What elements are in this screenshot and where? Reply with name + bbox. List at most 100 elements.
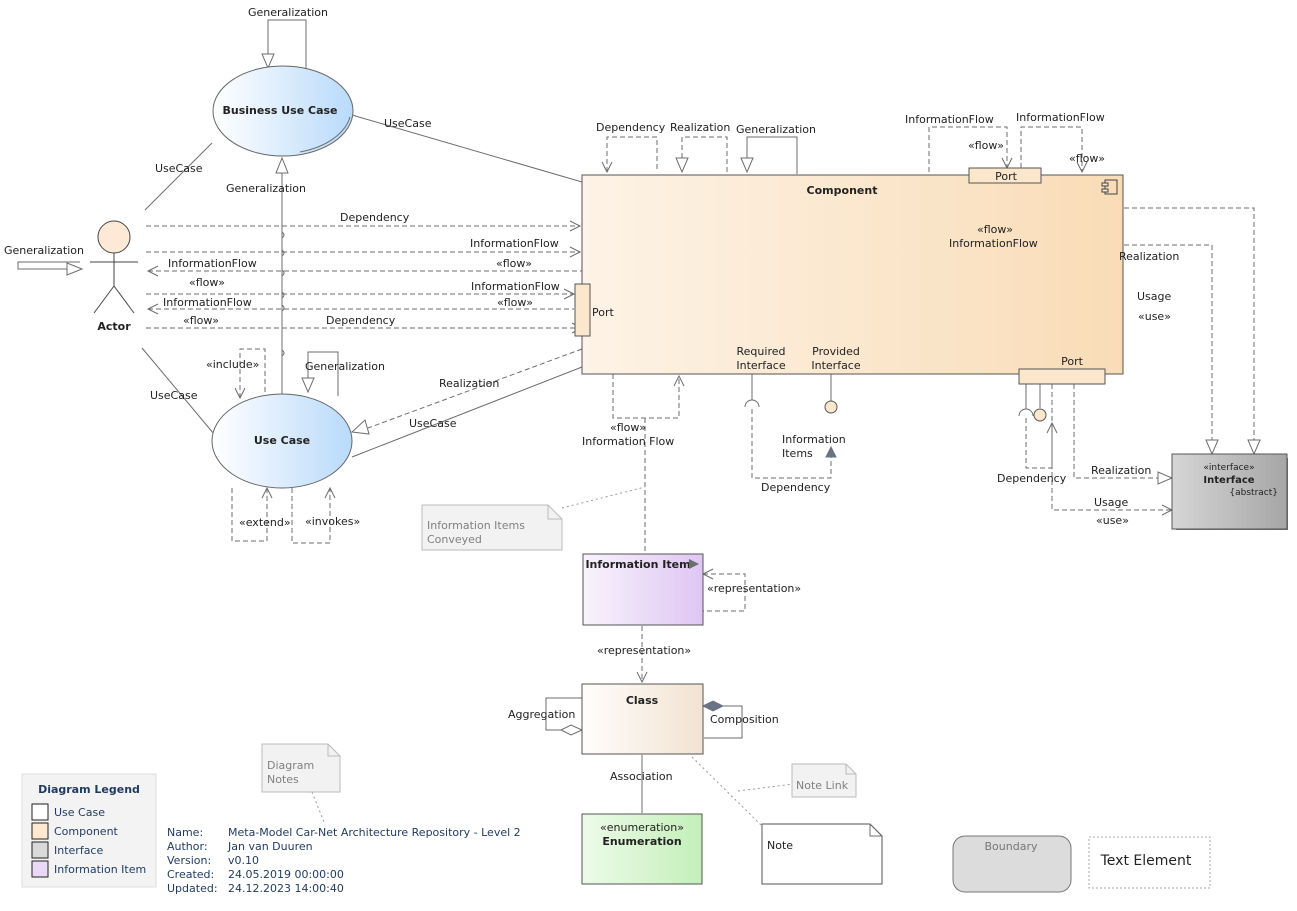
note[interactable]: Note: [761, 823, 883, 885]
component-icon: [1101, 179, 1118, 195]
label-actor-generalization: Generalization: [4, 244, 84, 257]
boundary-label: Boundary: [985, 840, 1038, 853]
info-value: 24.05.2019 00:00:00: [228, 868, 344, 881]
label-intf-realization-2: Realization: [1091, 464, 1151, 477]
boundary[interactable]: Boundary: [952, 835, 1072, 893]
info-label: Updated:: [167, 882, 218, 895]
label-uc-realization: Realization: [439, 377, 499, 390]
connectors: [17, 19, 1261, 827]
enumeration-stereotype: «enumeration»: [600, 821, 684, 834]
label-info-items-1: Information: [782, 433, 846, 446]
label-buc-usecase: UseCase: [384, 117, 432, 130]
enumeration[interactable]: «enumeration» Enumeration: [581, 813, 703, 885]
label-info-items-2: Items: [782, 447, 813, 460]
label-comp-generalization: Generalization: [736, 123, 816, 136]
label-include: «include»: [206, 358, 259, 371]
label-buc-generalization: Generalization: [248, 6, 328, 19]
info-value: v0.10: [228, 854, 259, 867]
label-extend: «extend»: [239, 516, 291, 529]
label-representation-1: «representation»: [707, 582, 801, 595]
label-actor-uc-usecase: UseCase: [150, 389, 198, 402]
info-label: Author:: [167, 840, 208, 853]
label-actor-buc-usecase: UseCase: [155, 162, 203, 175]
label-infoflow-4: InformationFlow: [163, 296, 252, 309]
diagram-info: Name:Meta-Model Car-Net Architecture Rep…: [167, 826, 521, 895]
actor-label: Actor: [97, 320, 131, 333]
text-element[interactable]: Text Element: [1088, 836, 1211, 889]
class[interactable]: Class: [581, 683, 704, 755]
legend-swatch: [31, 860, 49, 878]
diagram-notes-line-1: Diagram: [267, 759, 314, 772]
required-interface-label-2: Interface: [736, 359, 785, 372]
note-link-note[interactable]: Note Link: [791, 763, 857, 798]
label-iface-dependency: Dependency: [761, 481, 831, 494]
label-intf-use-1: «use»: [1138, 310, 1171, 323]
label-port-infoflow-3: InformationFlow: [949, 237, 1038, 250]
diagram-notes-note[interactable]: Diagram Notes: [261, 743, 341, 793]
business-use-case-label: Business Use Case: [222, 104, 337, 117]
interface[interactable]: «interface» Interface {abstract}: [1171, 453, 1288, 530]
label-representation-2: «representation»: [597, 644, 691, 657]
class-label: Class: [626, 694, 659, 707]
legend-swatch: [31, 822, 49, 840]
label-flow-1: «flow»: [496, 257, 532, 270]
label-intf-realization-1: Realization: [1119, 250, 1179, 263]
info-label: Created:: [167, 868, 214, 881]
info-items-conveyed-line-1: Information Items: [427, 519, 525, 532]
port-left[interactable]: Port: [574, 283, 614, 337]
component[interactable]: Component Required Interface Provided In…: [581, 174, 1124, 375]
port-bottom[interactable]: Port: [1018, 355, 1106, 385]
label-port-dependency: Dependency: [997, 472, 1067, 485]
business-use-case[interactable]: Business Use Case: [212, 65, 354, 157]
legend-item-label: Interface: [54, 844, 103, 857]
actor[interactable]: Actor: [90, 220, 138, 333]
label-flow-4: «flow»: [183, 314, 219, 327]
use-case-label: Use Case: [254, 434, 310, 447]
component-label: Component: [807, 184, 878, 197]
label-uc-buc-generalization: Generalization: [226, 182, 306, 195]
legend-item-label: Use Case: [54, 806, 105, 819]
provided-interface-label-1: Provided: [812, 345, 860, 358]
label-intf-usage-1: Usage: [1137, 290, 1172, 303]
information-item-icon: [689, 559, 699, 569]
information-item[interactable]: Information Item: [582, 553, 704, 626]
label-infoflow-2: InformationFlow: [168, 257, 257, 270]
label-intf-usage-2: Usage: [1094, 496, 1129, 509]
label-association: Association: [610, 770, 673, 783]
info-value: Jan van Duuren: [227, 840, 313, 853]
label-intf-use-2: «use»: [1096, 514, 1129, 527]
legend-swatch: [31, 803, 49, 821]
info-label: Name:: [167, 826, 203, 839]
label-comp-dependency: Dependency: [596, 121, 666, 134]
label-infoflow-3: InformationFlow: [471, 280, 560, 293]
label-port-flow-3: «flow»: [977, 223, 1013, 236]
legend-item-label: Component: [54, 825, 119, 838]
legend-title: Diagram Legend: [38, 783, 140, 796]
provided-interface-label-2: Interface: [811, 359, 860, 372]
label-information-flow: Information Flow: [582, 435, 674, 448]
label-dependency-2: Dependency: [326, 314, 396, 327]
info-label: Version:: [167, 854, 211, 867]
info-value: 24.12.2023 14:00:40: [228, 882, 344, 895]
port-top-label: Port: [995, 170, 1017, 183]
label-port-flow-2: «flow»: [1069, 152, 1105, 165]
label-dependency-1: Dependency: [340, 211, 410, 224]
port-left-label: Port: [592, 306, 614, 319]
info-items-conveyed-note[interactable]: Information Items Conveyed: [421, 504, 563, 551]
label-port-flow-1: «flow»: [968, 139, 1004, 152]
note-label: Note: [767, 839, 793, 852]
label-bottom-flow: «flow»: [610, 421, 646, 434]
label-comp-realization: Realization: [670, 121, 730, 134]
note-link-label: Note Link: [796, 779, 849, 792]
diagram-notes-line-2: Notes: [267, 773, 299, 786]
label-aggregation: Aggregation: [508, 708, 575, 721]
legend-item-label: Information Item: [54, 863, 146, 876]
label-uc-usecase: UseCase: [409, 417, 457, 430]
label-port-infoflow-2: InformationFlow: [1016, 111, 1105, 124]
port-top[interactable]: Port: [968, 167, 1042, 184]
port-bottom-label: Port: [1061, 355, 1083, 368]
info-items-conveyed-line-2: Conveyed: [427, 533, 482, 546]
label-flow-2: «flow»: [189, 276, 225, 289]
use-case[interactable]: Use Case: [211, 393, 353, 489]
